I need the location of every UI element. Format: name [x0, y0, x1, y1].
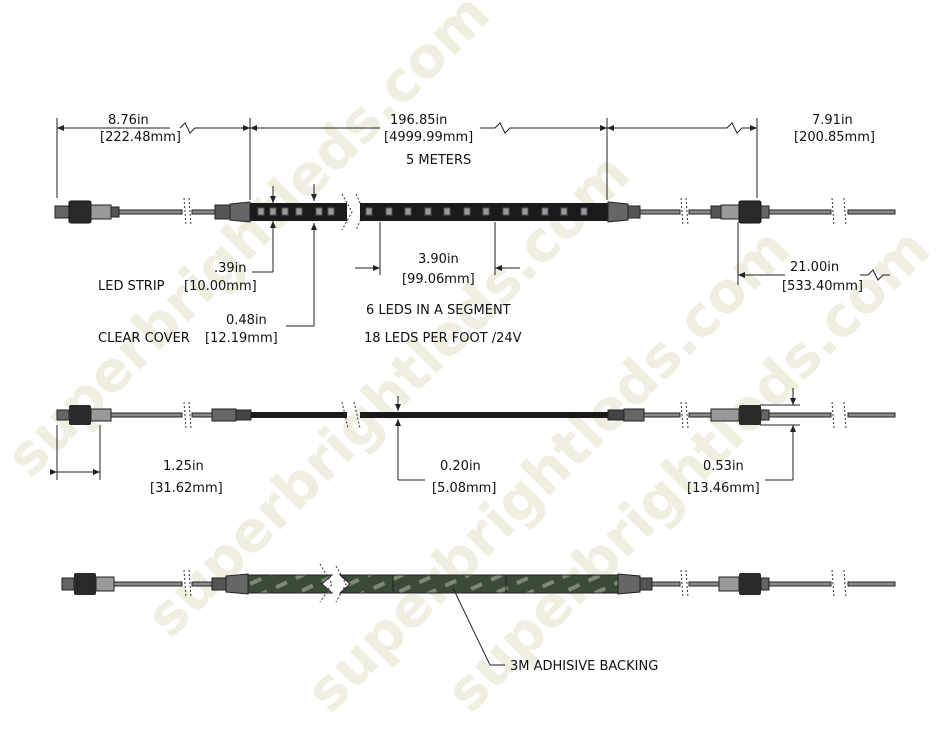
connector-right [710, 200, 770, 224]
led-chip [424, 207, 432, 216]
led-chip [521, 207, 529, 216]
segment-length-in: 3.90in [418, 252, 459, 267]
led-chip [502, 207, 510, 216]
strip-side-right [360, 412, 608, 418]
led-chip [443, 207, 451, 216]
connector-diameter-in: 0.53in [703, 459, 744, 474]
cable-length-mm: [533.40mm] [782, 279, 863, 294]
strip-width-label: LED STRIP [98, 279, 165, 294]
strip-thickness-mm: [5.08mm] [432, 481, 496, 496]
adhesive-backing-right [338, 574, 619, 594]
led-chip [463, 207, 471, 216]
led-chip [404, 207, 412, 216]
strip-width-mm: [10.00mm] [184, 279, 257, 294]
cover-width-label: CLEAR COVER [98, 331, 190, 346]
top-view: 8.76in [222.48mm] 196.85in [4999.99mm] 5… [54, 113, 896, 346]
segment-length-mm: [99.06mm] [402, 272, 475, 287]
strip-length-meters: 5 METERS [406, 153, 471, 168]
cable-length-in: 21.00in [790, 260, 839, 275]
led-chip [365, 207, 373, 216]
led-chip [269, 207, 277, 216]
segment-note: 6 LEDS IN A SEGMENT [366, 303, 511, 318]
strip-length-mm: [4999.99mm] [384, 130, 473, 145]
tail-length-mm: [200.85mm] [794, 130, 875, 145]
cover-width-in: 0.48in [226, 313, 267, 328]
adhesive-backing-left [247, 574, 334, 594]
lead-length-in: 8.76in [108, 113, 149, 128]
led-chip [257, 207, 265, 216]
led-chip [482, 207, 490, 216]
adhesive-backing-label: 3M ADHISIVE BACKING [510, 659, 658, 674]
strip-length-in: 196.85in [390, 113, 447, 128]
tail-length-in: 7.91in [812, 113, 853, 128]
density-note: 18 LEDS PER FOOT /24V [364, 331, 522, 346]
led-chip [281, 207, 289, 216]
connector-left [54, 200, 183, 224]
led-chip [541, 207, 549, 216]
led-chip [295, 207, 303, 216]
led-chip [560, 207, 568, 216]
led-chip [327, 207, 335, 216]
lead-length-mm: [222.48mm] [100, 130, 181, 145]
led-chip [580, 207, 588, 216]
connector-length-mm: [31.62mm] [150, 481, 223, 496]
strip-thickness-in: 0.20in [440, 459, 481, 474]
strip-width-in: .39in [214, 261, 247, 276]
led-chip [385, 207, 393, 216]
led-chip [315, 207, 323, 216]
cover-width-mm: [12.19mm] [205, 331, 278, 346]
bottom-view: 3M ADHISIVE BACKING [61, 563, 896, 674]
strip-side-left [251, 412, 347, 418]
side-view: 1.25in [31.62mm] 0.20in [5.08mm] 0.53in … [50, 388, 896, 496]
connector-length-in: 1.25in [163, 459, 204, 474]
connector-diameter-mm: [13.46mm] [687, 481, 760, 496]
